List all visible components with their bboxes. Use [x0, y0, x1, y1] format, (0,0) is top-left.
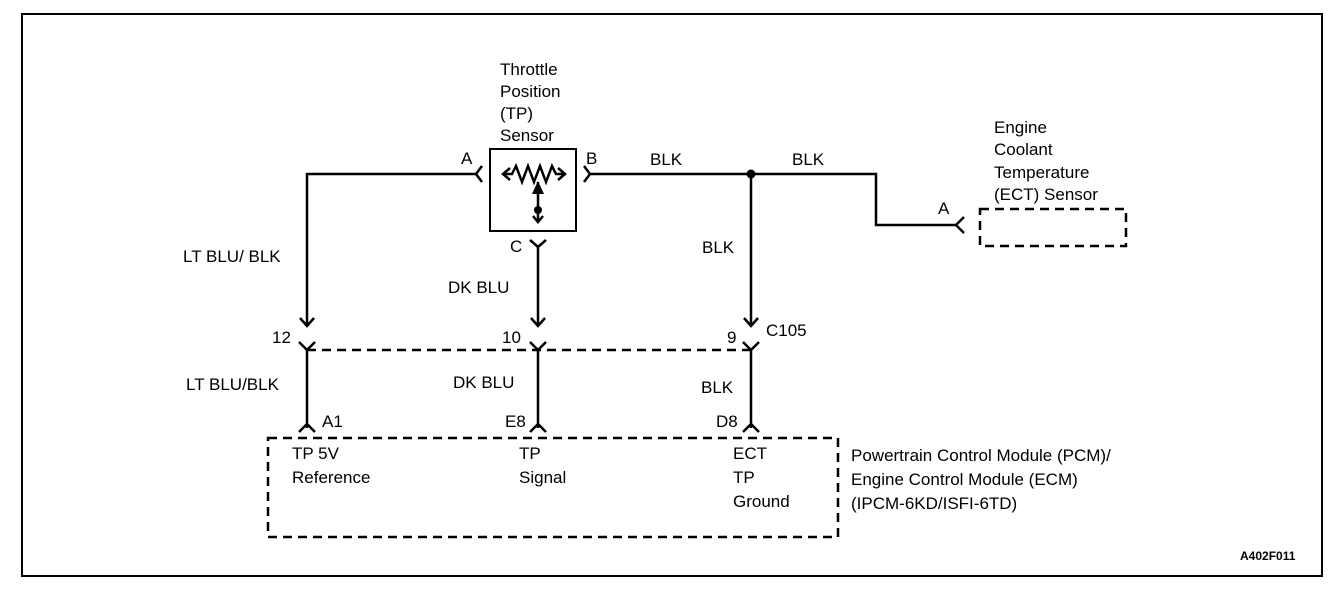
label-dk-blu-upper: DK BLU [448, 278, 509, 297]
pcm-pin-d8: D8 [716, 412, 738, 431]
pcm-tp5v-line-1: TP 5V [292, 444, 340, 463]
ect-pin-a: A [938, 199, 950, 218]
resistor-icon [504, 162, 564, 186]
tp-sensor: Throttle Position (TP) Sensor A B C [461, 60, 597, 256]
pcm-title-2: Engine Control Module (ECM) [851, 470, 1078, 489]
label-blk-splice-down: BLK [702, 238, 735, 257]
wires [298, 169, 956, 433]
pcm-title-3: (IPCM-6KD/ISFI-6TD) [851, 494, 1017, 513]
label-lt-blu-blk-upper: LT BLU/ BLK [183, 247, 281, 266]
pcm-ground-line-1: ECT [733, 444, 767, 463]
pcm-box [266, 436, 840, 539]
tp-sensor-title-4: Sensor [500, 126, 554, 145]
diagram-frame [21, 13, 1323, 577]
pcm-pin-d8-connector-icon [742, 422, 760, 433]
c105-name: C105 [766, 321, 807, 340]
ect-sensor-box [978, 207, 1128, 248]
label-blk-lower: BLK [701, 378, 734, 397]
tp-sensor-box [489, 148, 577, 232]
ect-sensor-title-4: (ECT) Sensor [994, 185, 1098, 204]
arrow-left-icon [501, 167, 511, 181]
ect-sensor-title-2: Coolant [994, 140, 1053, 159]
wiper-chevron-icon [532, 215, 544, 224]
label-blk-b-splice: BLK [650, 150, 683, 169]
arrow-down-icon [299, 317, 315, 328]
ect-sensor-title-1: Engine [994, 118, 1047, 137]
tp-sensor-title-3: (TP) [500, 104, 533, 123]
tp-pin-a: A [461, 149, 473, 168]
pcm-tp-signal-line-1: TP [519, 444, 541, 463]
tp-pin-a-connector-icon [474, 165, 483, 183]
pcm-pin-a1: A1 [322, 412, 343, 431]
arrow-down-icon [743, 317, 759, 328]
wiper-dot-icon [534, 206, 542, 214]
c105-pin-9: 9 [727, 328, 736, 347]
pcm-pin-e8-connector-icon [529, 422, 547, 433]
arrow-right-icon [557, 167, 567, 181]
c105-pin-12: 12 [272, 328, 291, 347]
pcm-tp5v-line-2: Reference [292, 468, 370, 487]
tp-sensor-title-1: Throttle [500, 60, 558, 79]
label-blk-splice-ect: BLK [792, 150, 825, 169]
pcm-pin-a1-connector-icon [298, 422, 316, 433]
pcm-pin-e8: E8 [505, 412, 526, 431]
wiper-arrow-icon [532, 181, 544, 194]
wire-blk-to-ect [590, 172, 956, 227]
tp-sensor-title-2: Position [500, 82, 560, 101]
tp-pin-b: B [586, 149, 597, 168]
label-dk-blu-lower: DK BLU [453, 373, 514, 392]
figure-code: A402F011 [1240, 549, 1296, 563]
c105-pin-10: 10 [502, 328, 521, 347]
pcm-tp-signal-line-2: Signal [519, 468, 566, 487]
pcm: A1 E8 D8 TP 5V Reference TP Signal ECT T… [266, 412, 1111, 539]
pcm-ground-line-2: TP [733, 468, 755, 487]
ect-pin-a-connector-icon [954, 216, 965, 234]
wire-lt-blu-blk-upper [305, 172, 476, 326]
tp-pin-c: C [510, 237, 522, 256]
tp-pin-b-connector-icon [583, 165, 592, 183]
pcm-title-1: Powertrain Control Module (PCM)/ [851, 446, 1111, 465]
pcm-ground-line-3: Ground [733, 492, 790, 511]
ect-sensor-title-3: Temperature [994, 163, 1089, 182]
label-lt-blu-blk-lower: LT BLU/BLK [186, 375, 280, 394]
ect-sensor: Engine Coolant Temperature (ECT) Sensor … [938, 118, 1128, 248]
tp-pin-c-connector-icon [529, 239, 547, 249]
arrow-down-icon [530, 317, 546, 328]
